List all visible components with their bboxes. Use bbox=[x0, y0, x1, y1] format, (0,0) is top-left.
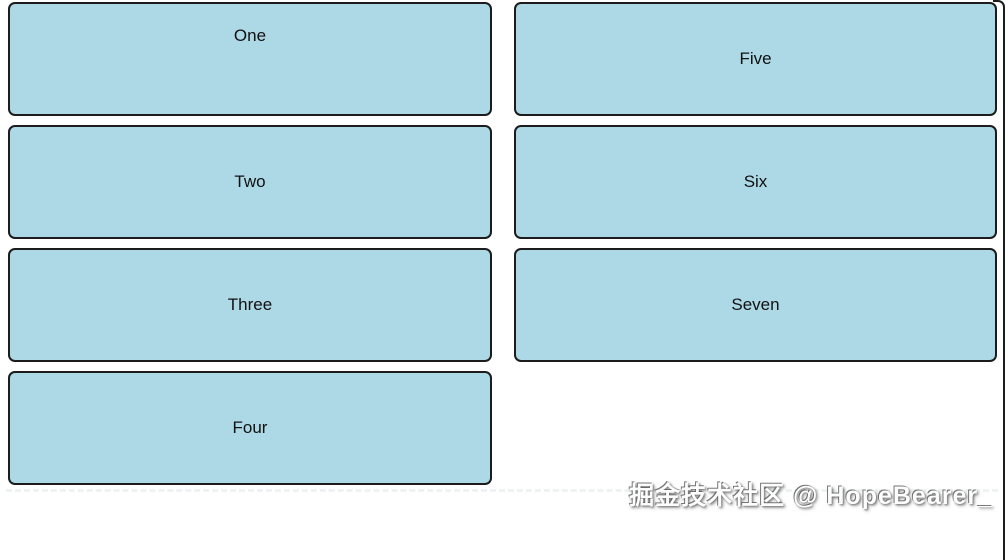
box-three: Three bbox=[8, 248, 492, 362]
container-border-corner bbox=[993, 0, 1005, 560]
box-one: One bbox=[8, 2, 492, 116]
box-four: Four bbox=[8, 371, 492, 485]
box-five: Five bbox=[514, 2, 997, 116]
box-label: One bbox=[233, 26, 267, 45]
box-two: Two bbox=[8, 125, 492, 239]
box-label: Three bbox=[227, 295, 273, 314]
box-label: Four bbox=[232, 418, 268, 437]
box-label: Two bbox=[234, 172, 266, 191]
box-seven: Seven bbox=[514, 248, 997, 362]
box-label: Five bbox=[739, 49, 772, 68]
box-label: Seven bbox=[731, 295, 780, 314]
watermark-text: 掘金技术社区 @ HopeBearer_ bbox=[629, 482, 993, 510]
box-six: Six bbox=[514, 125, 997, 239]
box-label: Six bbox=[743, 172, 768, 191]
faint-dashed-divider bbox=[6, 489, 998, 492]
